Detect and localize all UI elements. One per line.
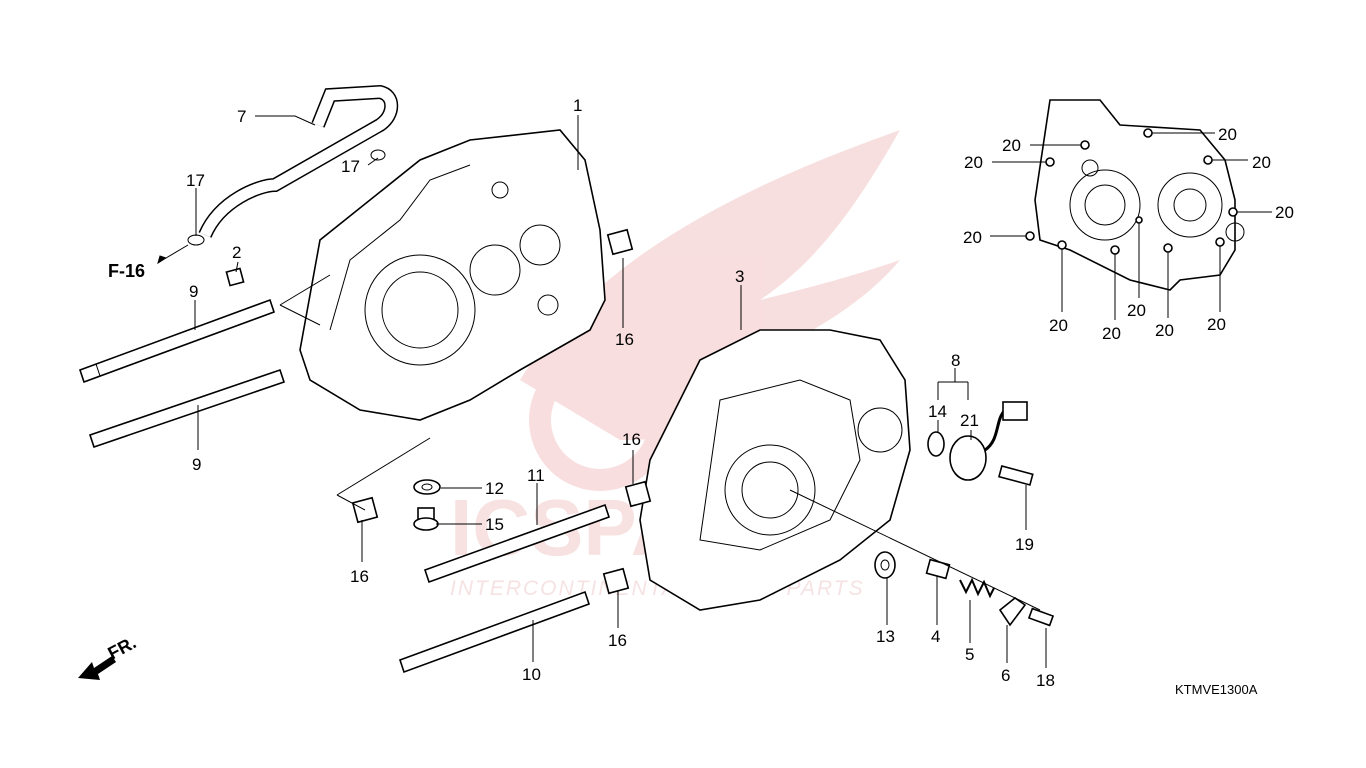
callout-9-lower: 9: [192, 455, 201, 474]
bolt-15: [413, 507, 439, 531]
callout-20-j: 20: [1155, 321, 1174, 340]
diagram-code: KTMVE1300A: [1175, 682, 1258, 697]
callout-16-a: 16: [615, 330, 634, 349]
callout-3: 3: [735, 267, 744, 286]
bolt-hole-markers: [1025, 128, 1238, 255]
callout-16-b: 16: [350, 567, 369, 586]
front-arrow-icon: [78, 656, 116, 680]
callout-21: 21: [960, 411, 979, 430]
callout-20-i: 20: [1127, 301, 1146, 320]
stud-bolt-11: [423, 503, 611, 584]
callout-20-f: 20: [963, 228, 982, 247]
callout-18: 18: [1036, 671, 1055, 690]
callout-15: 15: [485, 515, 504, 534]
callout-10: 10: [522, 665, 541, 684]
callout-8: 8: [951, 351, 960, 370]
reference-arrow-icon: [157, 255, 168, 265]
callout-9-upper: 9: [189, 282, 198, 301]
stud-bolt-10: [398, 590, 591, 674]
callout-20-d: 20: [1252, 153, 1271, 172]
spring-5: [959, 577, 995, 599]
stud-bolt-lower: [88, 368, 286, 449]
callout-17-b: 17: [341, 157, 360, 176]
reference-label: F-16: [108, 261, 145, 281]
bolt-19: [998, 465, 1034, 486]
callout-12: 12: [485, 479, 504, 498]
left-crankcase: [299, 129, 606, 421]
stud-bolt-upper: [78, 298, 276, 384]
callout-14: 14: [928, 402, 947, 421]
callout-6: 6: [1001, 666, 1010, 685]
callout-13: 13: [876, 627, 895, 646]
o-ring-14: [927, 431, 945, 457]
oil-seal-13: [874, 551, 896, 579]
pin-4: [925, 558, 951, 580]
right-crankcase: [639, 329, 911, 611]
callout-20-b: 20: [964, 153, 983, 172]
callout-20-h: 20: [1102, 324, 1121, 343]
callout-4: 4: [931, 627, 940, 646]
breather-hose: [198, 84, 399, 239]
callout-1: 1: [573, 96, 582, 115]
stopper-arm-6: [998, 597, 1027, 627]
callout-20-g: 20: [1049, 316, 1068, 335]
callout-16-d: 16: [608, 631, 627, 650]
dowel-pin-2: [225, 267, 245, 287]
dowel-pin-16c: [624, 480, 652, 508]
front-direction-indicator: FR.: [78, 632, 139, 680]
callout-20-c: 20: [1218, 125, 1237, 144]
callout-7: 7: [237, 107, 246, 126]
shaft-line: [789, 489, 1041, 611]
callout-17-a: 17: [186, 171, 205, 190]
watermark-gear: [529, 349, 671, 491]
dowel-pin-16d: [602, 567, 630, 595]
gear-position-switch: [949, 401, 1028, 481]
callout-20-k: 20: [1207, 315, 1226, 334]
reference-f16: F-16: [108, 255, 168, 281]
leader-lines: [165, 115, 1272, 668]
callout-20-a: 20: [1002, 136, 1021, 155]
dowel-pin-16a: [606, 228, 634, 256]
callouts: 1 2 3 4 5 6 7 8 9 9 10 11 12 13 14 15 16…: [186, 96, 1294, 690]
callout-16-c: 16: [622, 430, 641, 449]
callout-5: 5: [965, 645, 974, 664]
callout-19: 19: [1015, 535, 1034, 554]
callout-2: 2: [232, 243, 241, 262]
callout-11: 11: [527, 466, 545, 485]
bolt-18: [1027, 607, 1055, 627]
washer-12: [413, 479, 441, 495]
callout-20-e: 20: [1275, 203, 1294, 222]
